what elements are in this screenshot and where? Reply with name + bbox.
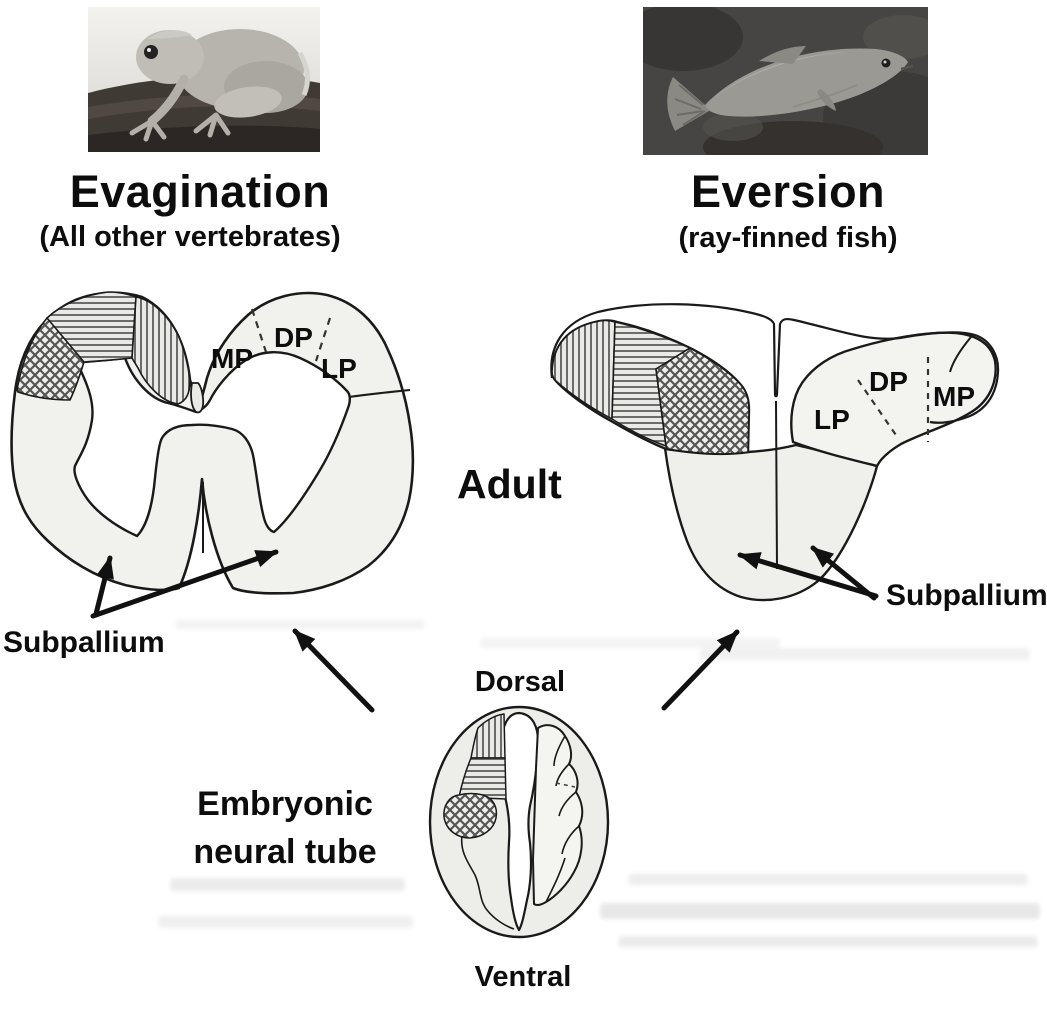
dorsal-label: Dorsal — [474, 666, 566, 698]
embryonic-label-line2: neural tube — [193, 833, 377, 871]
embryo-right-wall — [532, 724, 584, 907]
fish-photo — [643, 7, 928, 155]
ventral-label: Ventral — [474, 961, 572, 993]
dorsal-pallium-patch-hlines — [46, 291, 137, 363]
subpallium-left-arrow-short — [93, 555, 114, 617]
evaginated-dp-label: DP — [274, 322, 313, 353]
embryonic-neural-tube-diagram — [428, 705, 610, 939]
eversion-title: Eversion — [690, 166, 886, 217]
embryonic-neural-tube-label: Embryonic neural tube — [130, 780, 440, 876]
ghost-smudge — [175, 620, 425, 629]
ghost-smudge — [618, 936, 1038, 947]
ghost-smudge — [600, 903, 1040, 919]
tela-choroidea-shell — [550, 303, 1000, 424]
subpallium-label-left: Subpallium — [3, 626, 165, 659]
lp-subpallium-boundary — [348, 389, 411, 398]
fish — [667, 46, 914, 131]
subpallium-left-arrow-long — [90, 549, 279, 619]
subpallium-label-right: Subpallium — [886, 579, 1047, 612]
embryo-right-wall-lobe-lines — [553, 735, 580, 855]
ghost-smudge — [480, 638, 780, 648]
embryo-lateral-pallium-patch-crosshatch — [443, 792, 498, 839]
embryo-to-evaginated-arrow — [292, 628, 375, 713]
subpallium-right-arrow-short — [810, 545, 877, 601]
frog-photo — [88, 7, 320, 152]
everted-margin-fold-line — [949, 336, 972, 373]
embryo-to-everted-arrow — [661, 629, 740, 711]
eversion-subtitle: (ray-finned fish) — [678, 222, 898, 254]
evagination-subtitle: (All other vertebrates) — [39, 221, 341, 253]
adult-label: Adult — [457, 461, 562, 507]
evaginated-mp-label: MP — [211, 343, 253, 374]
evagination-title: Evagination — [69, 166, 331, 217]
embryo-right-wall-dashed — [555, 782, 576, 788]
evaginated-lp-label: LP — [321, 353, 357, 384]
everted-right-pallium-blob — [790, 331, 997, 468]
ghost-smudge — [158, 916, 413, 928]
evaginated-brain-diagram — [10, 291, 415, 595]
frog — [129, 29, 310, 142]
ghost-smudge — [170, 878, 405, 891]
embryo-left-wall-lobe-lines — [460, 835, 566, 930]
midline-pendant — [190, 382, 205, 414]
everted-lateral-pallium-patch-crosshatch — [655, 347, 750, 455]
everted-brain-diagram — [550, 303, 1000, 602]
ghost-smudge — [700, 648, 1030, 660]
medial-pallium-patch-vlines — [131, 296, 191, 405]
subpallium-right-arrow-long — [737, 552, 879, 599]
ghost-smudge — [628, 874, 1028, 885]
embryonic-label-line1: Embryonic — [197, 785, 373, 823]
everted-mp-label: MP — [933, 381, 975, 412]
everted-dp-label: DP — [869, 366, 908, 397]
embryo-dorsal-pallium-patch-hlines — [458, 757, 507, 800]
everted-midline-seam — [775, 400, 778, 570]
everted-lp-label: LP — [814, 404, 850, 435]
annotation-arrows — [90, 545, 879, 713]
